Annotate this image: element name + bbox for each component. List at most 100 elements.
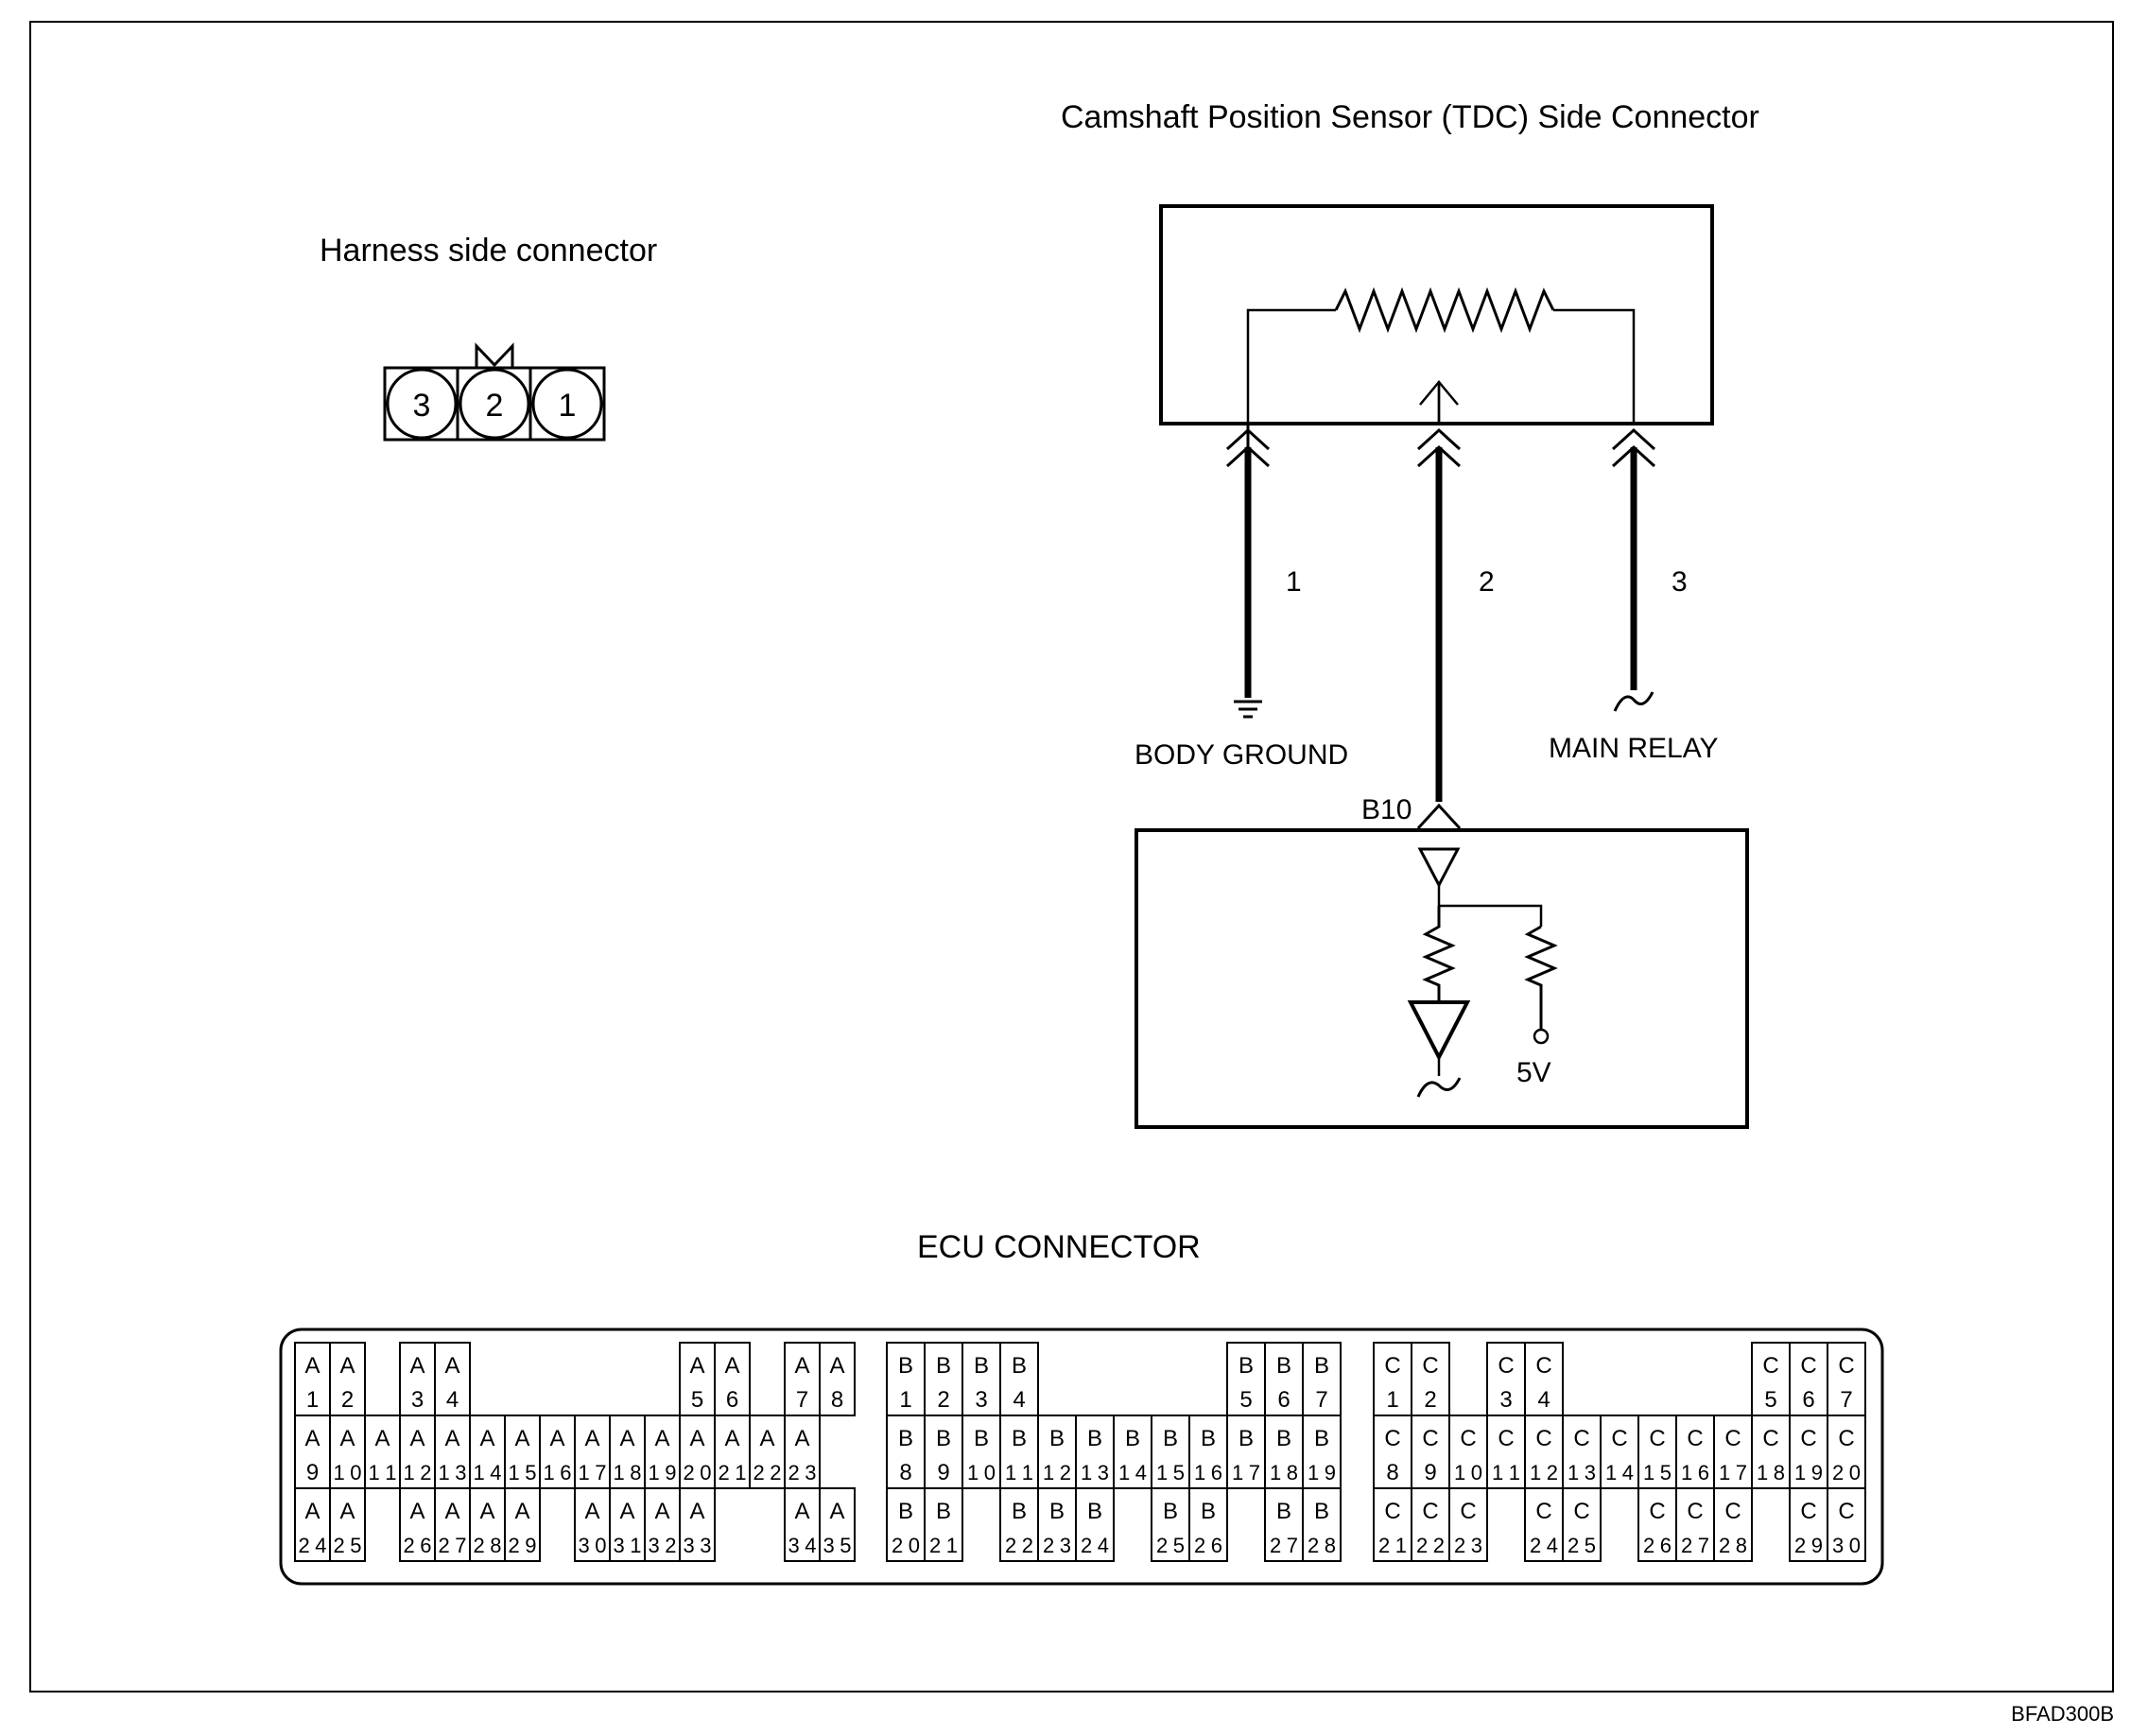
ecu-pin-letter: B [1125, 1426, 1140, 1451]
ecu-pin-letter: C [1724, 1499, 1741, 1524]
ecu-pin-letter: A [514, 1426, 529, 1451]
ecu-pin-letter: B [898, 1499, 913, 1524]
harness-connector-body [383, 366, 606, 442]
ecu-pin-number: 2 [1424, 1387, 1436, 1413]
ecu-pin-letter: C [1460, 1426, 1476, 1451]
harness-pin-1-circle [531, 368, 603, 440]
ecu-pin-letter: A [794, 1353, 809, 1379]
pin-1-wire [1225, 422, 1271, 719]
ecu-pin-letter: C [1724, 1426, 1741, 1451]
ecu-pin-letter: A [619, 1426, 634, 1451]
ecu-pin-cell [504, 1487, 541, 1562]
ecu-pin-cell [1075, 1487, 1115, 1562]
ecu-pin-cell [924, 1487, 963, 1562]
ecu-pin-letter: B [1087, 1426, 1102, 1451]
ecu-pin-letter: A [444, 1499, 459, 1524]
main-relay-symbol [1613, 691, 1654, 712]
ecu-pin-letter: A [304, 1426, 320, 1451]
ecu-pin-letter: B [1276, 1499, 1291, 1524]
ecu-pin-letter: C [1687, 1499, 1703, 1524]
ecu-pin-cell [1448, 1487, 1488, 1562]
ecu-pin-number: 19 [649, 1461, 677, 1484]
ecu-pin-number: 28 [1308, 1534, 1336, 1557]
ecu-pin-letter: C [1573, 1499, 1589, 1524]
ecu-pin-letter: C [1422, 1426, 1438, 1451]
ecu-terminal-label: B10 [1361, 794, 1412, 825]
ecu-pin-number: 17 [579, 1461, 607, 1484]
ecu-pin-number: 2 [937, 1387, 949, 1413]
ecu-pin-cell [329, 1487, 366, 1562]
ecu-pin-number: 25 [334, 1534, 362, 1557]
ecu-pin-number: 5 [1764, 1387, 1776, 1413]
sensor-pin-label: 1 [1286, 566, 1302, 598]
ecu-pin-letter: A [339, 1499, 355, 1524]
ecu-pin-number: 9 [937, 1460, 949, 1485]
ecu-pin-cell [1302, 1487, 1342, 1562]
ecu-pin-number: 26 [404, 1534, 432, 1557]
ecu-pin-letter: A [374, 1426, 390, 1451]
ecu-pin-number: 23 [788, 1461, 817, 1484]
ecu-pin-number: 18 [1757, 1461, 1785, 1484]
ecu-pin-number: 5 [1239, 1387, 1252, 1413]
pin-2-connector-mark [1416, 427, 1462, 451]
ecu-pin-letter: A [304, 1499, 320, 1524]
pin-1-connector-mark [1225, 427, 1271, 451]
ecu-pin-number: 17 [1232, 1461, 1260, 1484]
pin-3-connector-mark [1611, 427, 1656, 451]
ecu-pin-number: 27 [439, 1534, 467, 1557]
ecu-pin-number: 13 [1568, 1461, 1596, 1484]
ecu-pin-number: 16 [544, 1461, 572, 1484]
sensor-pin-label: 3 [1672, 566, 1688, 598]
ecu-pin-number: 26 [1643, 1534, 1672, 1557]
ecu-pin-letter: C [1384, 1353, 1400, 1379]
ecu-pin-letter: A [724, 1426, 739, 1451]
ecu-pin-letter: A [829, 1499, 844, 1524]
ecu-pin-letter: A [444, 1353, 459, 1379]
ecu-pin-letter: A [409, 1353, 424, 1379]
ecu-pin-letter: A [514, 1499, 529, 1524]
ecu-pin-number: 7 [1315, 1387, 1327, 1413]
ecu-pin-letter: B [936, 1426, 951, 1451]
ecu-pin-letter: A [689, 1499, 704, 1524]
ecu-pin-letter: A [689, 1426, 704, 1451]
ecu-pin-number: 21 [929, 1534, 958, 1557]
ecu-pin-letter: C [1762, 1353, 1778, 1379]
ecu-pin-number: 3 [975, 1387, 987, 1413]
ecu-pin-cell [1713, 1487, 1753, 1562]
harness-pin-label: 1 [559, 388, 577, 424]
ecu-pin-letter: B [936, 1353, 951, 1379]
ecu-pin-number: 21 [719, 1461, 747, 1484]
ecu-pin-number: 19 [1308, 1461, 1336, 1484]
ecu-pin-number: 22 [1005, 1534, 1033, 1557]
ecu-pin-letter: A [829, 1353, 844, 1379]
ecu-pin-letter: B [1012, 1353, 1027, 1379]
ecu-pin-number: 20 [684, 1461, 712, 1484]
body-ground-label: BODY GROUND [1135, 739, 1349, 771]
ecu-pin-number: 28 [1719, 1534, 1747, 1557]
ecu-pin-number: 26 [1194, 1534, 1222, 1557]
ecu-pin-number: 6 [1802, 1387, 1814, 1413]
ecu-pin-letter: C [1460, 1499, 1476, 1524]
ecu-pin-letter: B [1314, 1499, 1329, 1524]
ecu-terminal-b10-mark [1416, 803, 1462, 830]
ecu-pin-letter: C [1687, 1426, 1703, 1451]
ecu-pin-number: 14 [474, 1461, 502, 1484]
ecu-pin-number: 17 [1719, 1461, 1747, 1484]
ecu-pin-letter: C [1498, 1353, 1514, 1379]
ecu-pin-letter: B [1012, 1426, 1027, 1451]
ecu-pin-letter: A [479, 1426, 494, 1451]
ecu-pin-number: 30 [1832, 1534, 1861, 1557]
ecu-pin-letter: C [1384, 1499, 1400, 1524]
ecu-pin-letter: A [304, 1353, 320, 1379]
ecu-pin-letter: B [1201, 1426, 1216, 1451]
ecu-pin-number: 22 [1416, 1534, 1445, 1557]
ecu-pin-number: 35 [823, 1534, 852, 1557]
ecu-pin-letter: A [619, 1499, 634, 1524]
ecu-pin-letter: A [339, 1353, 355, 1379]
ecu-block-a: A1A2A3A4A5A6A7A8A9A10A11A12A13A14A15A16A… [294, 1342, 856, 1562]
ecu-pin-number: 13 [1081, 1461, 1109, 1484]
ecu-pin-number: 24 [1081, 1534, 1109, 1557]
ecu-pin-number: 29 [509, 1534, 537, 1557]
ecu-pin-letter: C [1422, 1353, 1438, 1379]
ecu-pin-number: 4 [1013, 1387, 1025, 1413]
